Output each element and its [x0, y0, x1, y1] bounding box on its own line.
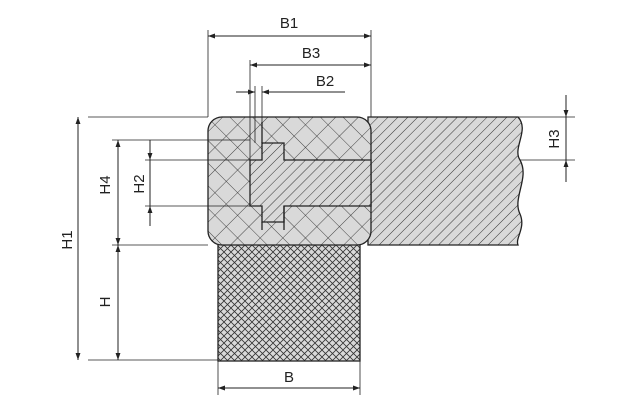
foot-body	[217, 242, 361, 362]
label-b3: B3	[302, 45, 320, 62]
label-h2: H2	[131, 174, 148, 193]
label-h1: H1	[59, 230, 76, 249]
plate-section	[367, 116, 524, 246]
label-h3: H3	[546, 129, 563, 148]
label-b: B	[284, 369, 294, 386]
label-b2: B2	[316, 73, 334, 90]
label-h: H	[97, 297, 114, 308]
label-b1: B1	[280, 15, 298, 32]
label-h4: H4	[97, 175, 114, 194]
